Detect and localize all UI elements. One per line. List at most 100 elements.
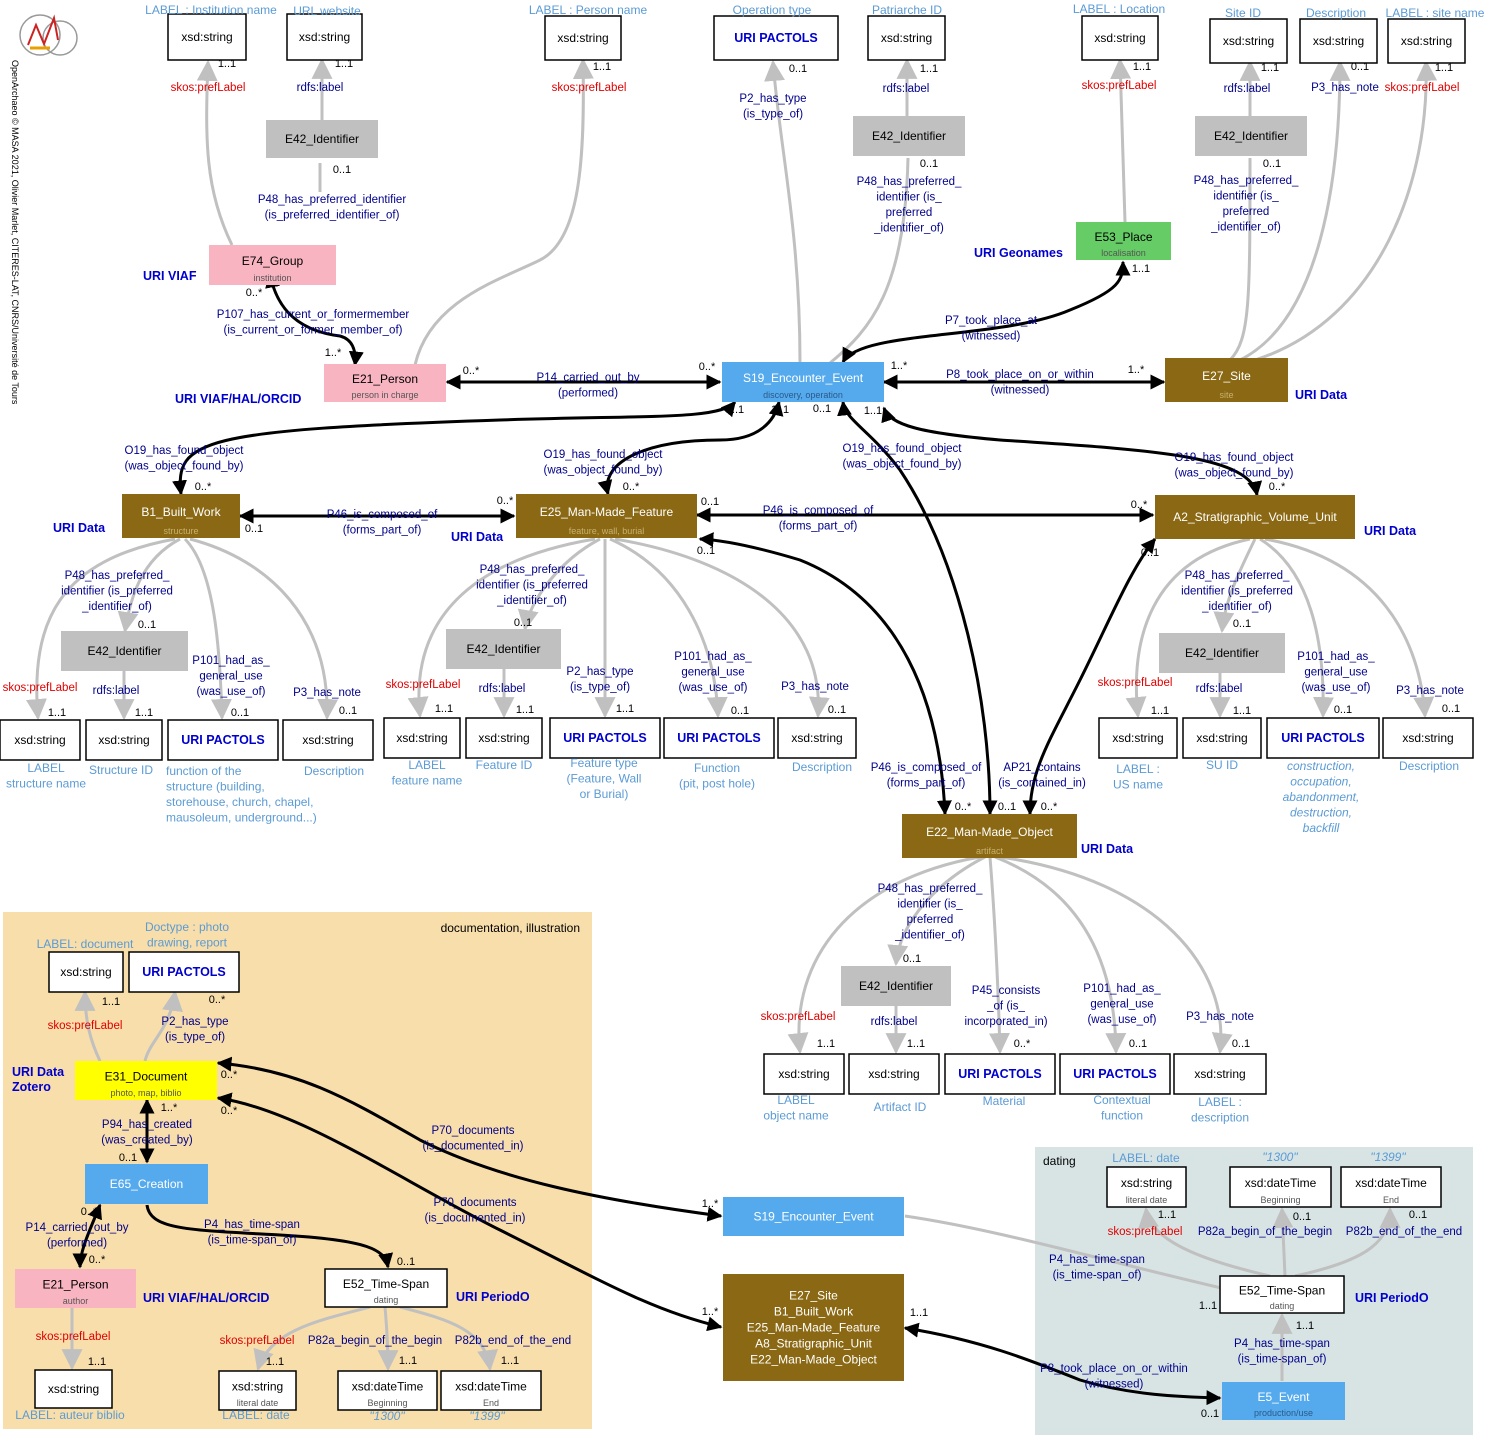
cardinality-c74: 1..1 (1158, 1209, 1176, 1221)
s19-box (722, 362, 884, 402)
dx1-label: xsd:string (60, 965, 111, 979)
e27-label: E27_Site (1202, 369, 1251, 383)
s19-label: S19_Encounter_Event (743, 371, 864, 385)
annotation-a28: LABEL: document (37, 937, 134, 951)
ax4-box (1382, 717, 1474, 759)
bx4-box (282, 719, 374, 761)
node-bx2: xsd:string (85, 719, 163, 761)
fx1-box (383, 717, 461, 759)
prop-pref_b1: skos:prefLabel (3, 682, 78, 694)
dx5-box (440, 1370, 542, 1411)
e21a-sublabel: author (63, 1296, 89, 1306)
node-e42f: E42_Identifier (446, 629, 561, 669)
bx2-label: xsd:string (98, 733, 149, 747)
prop-pref_dd: skos:prefLabel (220, 1335, 295, 1347)
prop-rdfs_s: rdfs:label (1224, 83, 1271, 95)
tx3-label: xsd:dateTime (1355, 1176, 1427, 1190)
prop-rdfs_a2: rdfs:label (1196, 683, 1243, 695)
edge-label-p48_a2: P48_has_preferred_identifier (is_preferr… (1181, 570, 1293, 613)
node-fx3: URI PACTOLS (549, 717, 661, 759)
edge-label-p7: P7_took_place_at(witnessed) (945, 315, 1038, 343)
e21a-label: E21_Person (42, 1278, 108, 1292)
tx1-box (1106, 1166, 1187, 1208)
prop-p82a_t: P82a_begin_of_the_begin (1198, 1226, 1332, 1238)
cardinality-c4: 1..1 (593, 61, 611, 73)
uri-label-u5: URI Data (53, 521, 106, 535)
cardinality-c57: 0..1 (1232, 1038, 1250, 1050)
edge-label-p4_e5: P4_has_time-span(is_time-span_of) (1234, 1338, 1330, 1366)
cardinality-c14: 0..* (246, 287, 263, 299)
cardinality-c35: 0..1 (1233, 618, 1251, 630)
cardinality-c21: 1..1 (771, 404, 789, 416)
dx4-sublabel: Beginning (367, 1398, 407, 1408)
node-strg2: xsd:string (286, 13, 363, 61)
bx3-label: URI PACTOLS (181, 733, 265, 747)
cardinality-c77: 1..1 (1199, 1300, 1217, 1312)
fx3-box (549, 717, 661, 759)
node-dx1: xsd:string (48, 951, 124, 993)
edge-label-p70_a: P70_documents(is_documented_in) (422, 1125, 523, 1153)
cardinality-c32: 0..1 (1141, 547, 1159, 559)
cardinality-c12: 0..1 (1263, 158, 1281, 170)
node-ax2: xsd:string (1182, 717, 1262, 759)
tx3-box (1340, 1166, 1442, 1208)
cardinality-c67: 1..1 (88, 1356, 106, 1368)
prop-pref_g: skos:prefLabel (171, 82, 246, 94)
cardinality-c13: 1..1 (1132, 263, 1150, 275)
edge-label-p48_group: P48_has_preferred_identifier(is_preferre… (258, 194, 406, 222)
cardinality-c7: 0..1 (920, 158, 938, 170)
b1-sublabel: structure (163, 526, 198, 536)
e52d-label: E52_Time-Span (343, 1277, 429, 1291)
cardinality-c3: 0..1 (333, 164, 351, 176)
strg1-box (167, 13, 247, 61)
ox3-box (944, 1053, 1056, 1095)
s19b-label: S19_Encounter_Event (753, 1210, 874, 1224)
cardinality-c16: 0..* (463, 365, 480, 377)
dx3-box (218, 1370, 297, 1411)
b1-box (122, 494, 240, 538)
cardinality-c15: 1..* (325, 347, 342, 359)
node-e42s: E42_Identifier (1195, 116, 1307, 156)
prop-p82b_t: P82b_end_of_the_end (1346, 1226, 1462, 1238)
edge-label-p107: P107_has_current_or_formermember(is_curr… (217, 309, 410, 337)
cardinality-c38: 0..1 (231, 707, 249, 719)
cardinality-c52: 0..1 (903, 953, 921, 965)
b1-label: B1_Built_Work (141, 505, 221, 519)
edge-label-p2_top: P2_has_type(is_type_of) (739, 93, 806, 121)
annotation-a19: LABEL :US name (1113, 762, 1163, 792)
node-fx4: URI PACTOLS (663, 717, 775, 759)
node-dpac: URI PACTOLS (128, 951, 240, 993)
fx2-box (465, 717, 543, 759)
edge-label-p101_a2: P101_had_as_general_use(was_use_of) (1297, 651, 1375, 694)
ox4-label: URI PACTOLS (1073, 1067, 1157, 1081)
cardinality-c28: 0..1 (245, 523, 263, 535)
node-strsid: xsd:string (1209, 18, 1288, 64)
annotation-a34: LABEL: date (1112, 1151, 1180, 1165)
prop-pref_doc: skos:prefLabel (48, 1020, 123, 1032)
node-bx1: xsd:string (0, 719, 81, 761)
tx2-sublabel: Beginning (1260, 1195, 1300, 1205)
prop-rdfs_pat: rdfs:label (883, 83, 930, 95)
cardinality-c23: 1..1 (864, 405, 882, 417)
e42g-box (266, 120, 378, 158)
s19b-box (723, 1197, 904, 1236)
tx1-sublabel: literal date (1126, 1195, 1168, 1205)
annotation-a3: LABEL : Person name (529, 3, 648, 17)
e52t-label: E52_Time-Span (1239, 1284, 1325, 1298)
cardinality-c26: 0..* (1269, 481, 1286, 493)
e42s-box (1195, 116, 1307, 156)
e27-sublabel: site (1219, 390, 1233, 400)
prop-p3_a2: P3_has_note (1396, 685, 1464, 697)
e42f-label: E42_Identifier (466, 642, 540, 656)
edge-label-p46_e22: P46_is_composed_of(forms_part_of) (871, 762, 982, 790)
node-e65: E65_Creation (85, 1164, 208, 1204)
edge-label-p14: P14_carried_out_by(performed) (537, 372, 640, 400)
cardinality-c40: 1..1 (435, 703, 453, 715)
cardinality-c60: 0..* (221, 1069, 238, 1081)
